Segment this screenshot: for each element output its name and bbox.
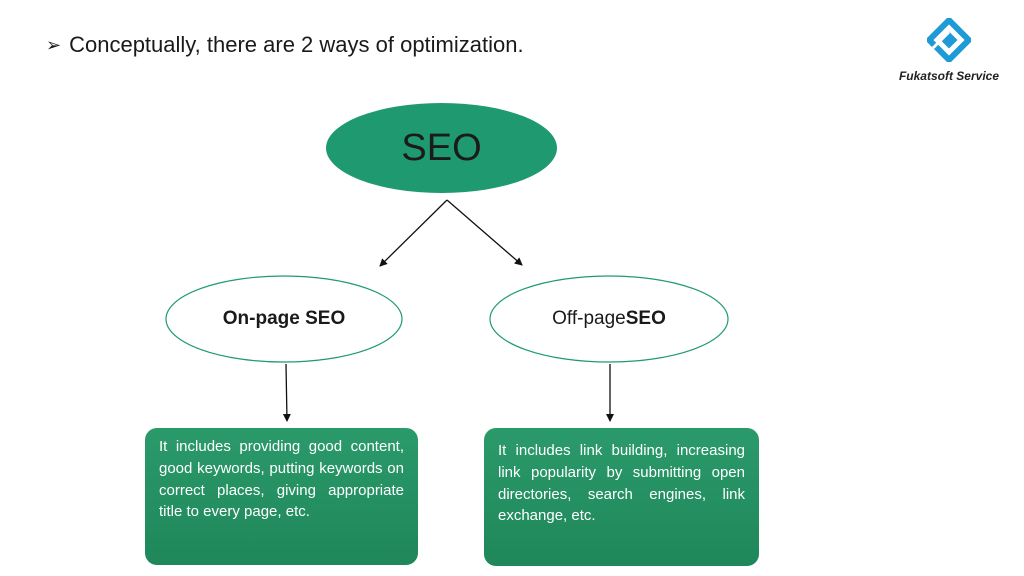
seo-root-label: SEO bbox=[401, 126, 482, 169]
offpage-description-box: It includes link building, increasing li… bbox=[484, 428, 759, 566]
arrow-root-to-onpage bbox=[379, 199, 448, 267]
onpage-oval bbox=[165, 275, 403, 363]
offpage-prefix: Off-page bbox=[552, 308, 626, 329]
arrow-root-to-offpage bbox=[446, 199, 523, 266]
offpage-seo-label: Off-page SEO bbox=[490, 276, 728, 362]
onpage-bold: On-page SEO bbox=[222, 308, 346, 329]
offpage-oval bbox=[489, 275, 729, 363]
company-logo: Fukatsoft Service bbox=[890, 15, 1008, 88]
offpage-bold: SEO bbox=[625, 308, 666, 329]
arrow-onpage-to-box bbox=[282, 363, 291, 422]
slide-heading: ➢ Conceptually, there are 2 ways of opti… bbox=[46, 32, 524, 58]
logo-text: Fukatsoft Service bbox=[898, 69, 1000, 83]
onpage-seo-label: On-page SEO bbox=[166, 276, 402, 362]
seo-root-oval bbox=[326, 103, 557, 193]
heading-text: Conceptually, there are 2 ways of optimi… bbox=[69, 32, 524, 57]
diamond-logo-icon bbox=[924, 15, 974, 65]
onpage-description-box: It includes providing good content, good… bbox=[145, 428, 418, 565]
arrow-bullet-icon: ➢ bbox=[46, 35, 62, 55]
